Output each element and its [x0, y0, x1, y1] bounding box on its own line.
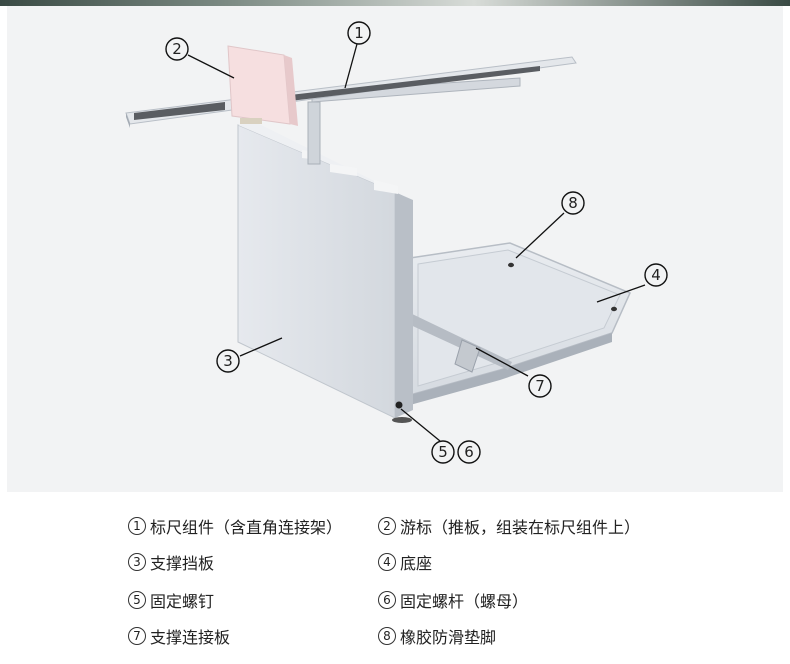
- callout-4: 4: [644, 263, 668, 287]
- callout-8: 8: [561, 191, 585, 215]
- leader-lines: [187, 43, 646, 442]
- legend-number: 1: [128, 517, 146, 535]
- svg-text:4: 4: [651, 266, 661, 284]
- base-tray: [409, 242, 632, 405]
- legend-number: 7: [128, 627, 146, 645]
- callout-7: 7: [528, 374, 552, 398]
- legend-item-4: 4 底座: [378, 550, 432, 574]
- legend-item-3: 3 支撑挡板: [128, 550, 214, 574]
- callout-2: 2: [165, 37, 189, 61]
- ruler-bracket: [307, 77, 521, 165]
- legend-item-7: 7 支撑连接板: [128, 624, 230, 648]
- callout-6: 6: [457, 440, 481, 464]
- legend-label: 底座: [400, 554, 433, 573]
- legend-number: 2: [378, 517, 396, 535]
- top-decorative-bar: [0, 0, 790, 6]
- svg-text:8: 8: [568, 194, 578, 212]
- fixing-screw: [395, 401, 403, 409]
- support-panel: [237, 122, 413, 423]
- svg-text:6: 6: [464, 443, 474, 461]
- legend-item-5: 5 固定螺钉: [128, 588, 214, 612]
- legend-item-8: 8 橡胶防滑垫脚: [378, 624, 496, 648]
- legend-item-2: 2 游标（推板，组装在标尺组件上）: [378, 514, 640, 538]
- legend-label: 支撑连接板: [150, 628, 231, 647]
- base-hole: [611, 306, 617, 312]
- legend-label: 游标（推板，组装在标尺组件上）: [400, 518, 641, 537]
- legend-number: 5: [128, 591, 146, 609]
- callout-1: 1: [347, 21, 371, 45]
- svg-text:7: 7: [535, 377, 545, 395]
- svg-text:2: 2: [172, 40, 182, 58]
- anti-slip-foot-hole: [508, 262, 514, 268]
- ruler-slider: [227, 45, 298, 126]
- legend-label: 支撑挡板: [150, 554, 215, 573]
- legend-label: 标尺组件（含直角连接架）: [150, 518, 343, 537]
- svg-text:1: 1: [354, 24, 364, 42]
- legend-label: 固定螺杆（螺母）: [400, 592, 529, 611]
- legend-item-1: 1 标尺组件（含直角连接架）: [128, 514, 342, 538]
- legend-label: 固定螺钉: [150, 592, 215, 611]
- callout-3: 3: [216, 349, 240, 373]
- legend-number: 8: [378, 627, 396, 645]
- legend-number: 4: [378, 553, 396, 571]
- svg-text:5: 5: [438, 443, 448, 461]
- legend-item-6: 6 固定螺杆（螺母）: [378, 588, 528, 612]
- callout-5: 5: [431, 440, 455, 464]
- svg-text:3: 3: [223, 352, 233, 370]
- legend-number: 6: [378, 591, 396, 609]
- legend-label: 橡胶防滑垫脚: [400, 628, 497, 647]
- support-connection-plate: [404, 312, 512, 373]
- legend-number: 3: [128, 553, 146, 571]
